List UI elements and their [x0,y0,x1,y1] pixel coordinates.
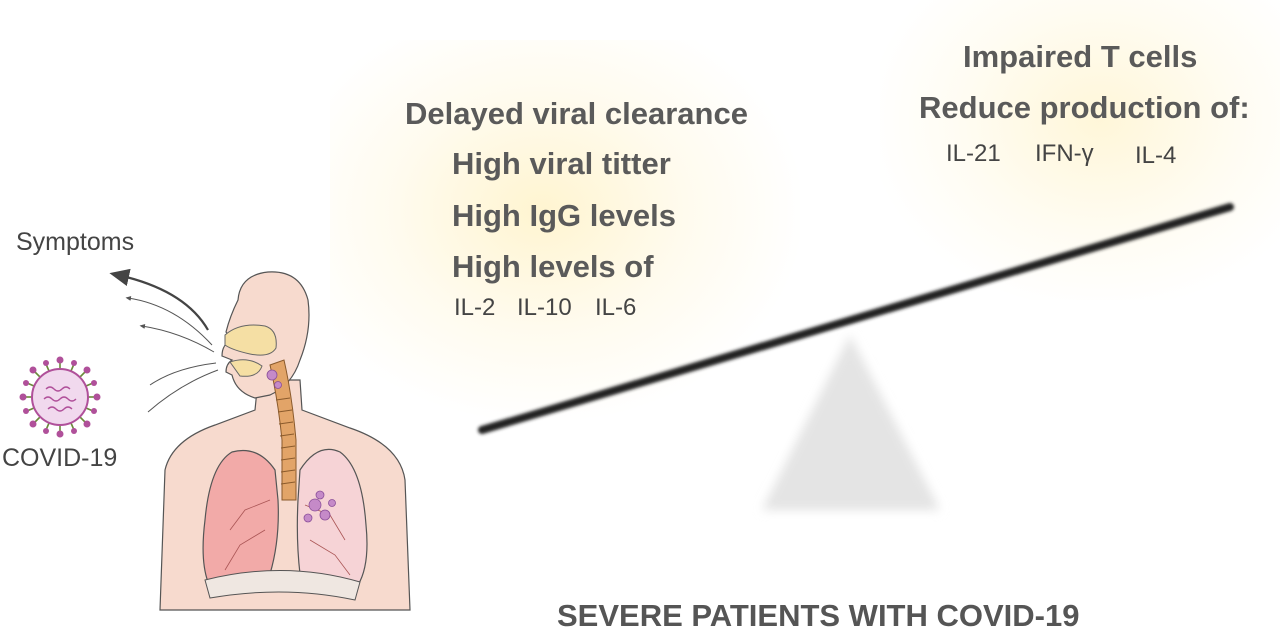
left-line-delayed-clearance: Delayed viral clearance [405,96,748,131]
right-cytokine-ifn-gamma: IFN-γ [1035,140,1094,167]
fulcrum-triangle [762,335,940,510]
bottom-title: SEVERE PATIENTS WITH COVID-19 [557,598,1080,633]
right-cytokine-il21: IL-21 [946,140,1001,167]
seesaw-beam [478,203,1234,434]
airflow-lines [109,268,219,413]
right-line-reduce-production: Reduce production of: [919,90,1250,125]
left-cytokine-il2: IL-2 [454,294,496,321]
left-cytokine-il10: IL-10 [517,294,572,321]
right-cytokine-il4: IL-4 [1135,142,1177,169]
right-line-impaired-t-cells: Impaired T cells [963,39,1198,74]
left-cytokine-il6: IL-6 [595,294,637,321]
left-line-igg-levels: High IgG levels [452,198,676,233]
symptoms-label: Symptoms [16,228,135,256]
covid-label: COVID-19 [2,444,118,472]
left-line-high-levels-of: High levels of [452,249,654,284]
human-figure [159,271,411,611]
virus-icon [19,356,101,438]
left-line-viral-titter: High viral titter [452,146,671,181]
